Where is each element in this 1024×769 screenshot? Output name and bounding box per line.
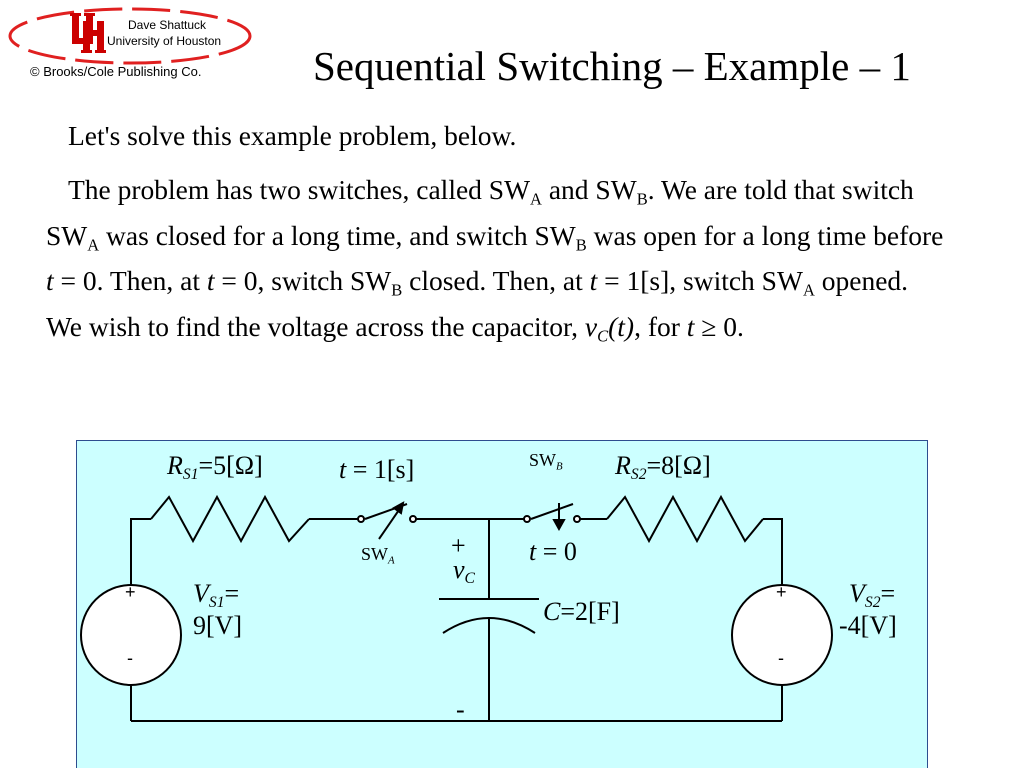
text: was closed for a long time, and switch S… <box>99 219 576 251</box>
problem-paragraph: The problem has two switches, called SWA… <box>46 167 946 349</box>
var-t: t <box>686 310 695 342</box>
subscript: B <box>575 234 587 254</box>
uh-logo-icon <box>70 13 106 53</box>
rs1-symbol: R <box>167 451 183 480</box>
subscript: B <box>391 280 403 300</box>
vc-minus: - <box>456 695 465 724</box>
vs1-eq: = <box>224 579 240 608</box>
vs2-minus: - <box>778 648 784 668</box>
switch-b-arrowhead <box>552 519 566 532</box>
subscript: A <box>802 280 815 300</box>
capacitor-label: C=2[F] <box>543 599 620 625</box>
rs2-sub: S2 <box>630 465 647 483</box>
vs1-sub: S1 <box>208 593 225 611</box>
vc-symbol: v <box>453 555 465 584</box>
swb-time-label: t = 0 <box>529 539 577 565</box>
var-t: t <box>589 265 598 296</box>
voltage-source-vs1 <box>80 584 182 686</box>
vs1-label: VS1= <box>193 579 240 611</box>
voltage-source-vs2 <box>731 584 833 686</box>
var-t: t <box>206 265 215 296</box>
swb-label: SWB <box>529 450 563 472</box>
rs2-value: =8[Ω] <box>646 451 711 480</box>
intro-paragraph: Let's solve this example problem, below. <box>68 120 517 151</box>
switch-a-arrow <box>378 506 402 540</box>
vs1-symbol: V <box>193 579 209 608</box>
switch-b-terminal-left <box>523 515 531 523</box>
vs2-plus: + <box>776 582 787 602</box>
swa-subscript: A <box>388 554 395 566</box>
switch-a-terminal-left <box>357 515 365 523</box>
swa-sub: A <box>388 554 395 567</box>
text: = 0. Then, at <box>53 265 207 296</box>
vc-sub: C <box>464 569 475 587</box>
subscript: A <box>530 189 542 209</box>
vs1-minus: - <box>127 648 133 668</box>
vs2-symbol: V <box>849 579 865 608</box>
vs2-label: VS2= <box>849 579 896 611</box>
text: = 1[s], switch SW <box>597 265 803 296</box>
credit-university: University of Houston <box>107 34 222 48</box>
subscript: C <box>597 326 608 345</box>
vc-subscript: C <box>465 570 475 587</box>
rs1-label: RS1=5[Ω] <box>167 451 263 483</box>
vc-label: vC <box>453 555 475 587</box>
swa-time-label: t = 1[s] <box>339 457 414 483</box>
vs1-plus: + <box>125 582 136 602</box>
swb-sub: B <box>556 460 563 473</box>
swa-text: SW <box>361 544 388 564</box>
logo-block <box>0 0 260 92</box>
var-c: C <box>597 325 609 345</box>
credit-author: Dave Shattuck <box>128 18 207 32</box>
swb-subscript: B <box>556 460 563 472</box>
rs2-label: RS2=8[Ω] <box>615 451 711 483</box>
vs2-sub: S2 <box>864 593 881 611</box>
text: , for <box>634 310 687 342</box>
var-t: t <box>529 537 537 566</box>
vs2-eq: = <box>880 579 896 608</box>
rs1-sub: S1 <box>182 465 199 483</box>
subscript: B <box>636 189 648 209</box>
cap-symbol: C <box>543 597 561 626</box>
vs1-subscript: S1 <box>209 594 225 611</box>
switch-b-blade <box>530 503 574 520</box>
swb-time-value: = 0 <box>536 537 577 566</box>
swa-label: SWA <box>361 544 395 566</box>
rs2-subscript: S2 <box>631 466 647 483</box>
var-t: t <box>46 265 54 296</box>
logo-oval <box>8 7 252 65</box>
switch-a-terminal-right <box>409 515 417 523</box>
circuit-schematic <box>80 494 833 722</box>
var-t: t <box>339 455 347 484</box>
rs1-value: =5[Ω] <box>198 451 263 480</box>
credit-publisher: © Brooks/Cole Publishing Co. <box>30 64 202 79</box>
cap-value: =2[F] <box>560 597 620 626</box>
text: opened. We wish to find the voltage acro… <box>46 265 909 342</box>
var-t-paren: (t) <box>608 310 635 342</box>
vs2-subscript: S2 <box>865 594 881 611</box>
switch-a-arrowhead <box>392 501 405 515</box>
text: was open for a long time before <box>586 219 944 251</box>
vc-plus: + <box>451 531 466 560</box>
text: The problem has two switches, called SW <box>68 174 531 205</box>
text: . We are told that switch SW <box>46 174 914 251</box>
switch-b-terminal-right <box>573 515 581 523</box>
var-v: v <box>584 310 598 342</box>
resistor-rs2 <box>606 494 764 544</box>
swa-time-value: = 1[s] <box>346 455 415 484</box>
rs1-subscript: S1 <box>183 466 199 483</box>
text: closed. Then, at <box>402 265 590 296</box>
text: and SW <box>541 174 637 205</box>
circuit-diagram: RS1=5[Ω] t = 1[s] SWA SWB t = 0 RS2=8[Ω]… <box>76 440 928 768</box>
resistor-rs1 <box>150 494 310 544</box>
swb-text: SW <box>529 450 556 470</box>
rs2-symbol: R <box>615 451 631 480</box>
vs2-value: -4[V] <box>839 611 897 640</box>
text: ≥ 0. <box>694 310 744 342</box>
text: = 0, switch SW <box>214 265 392 296</box>
slide-title: Sequential Switching – Example – 1 <box>313 43 911 89</box>
subscript: A <box>87 234 100 254</box>
vs1-value: 9[V] <box>193 611 243 640</box>
